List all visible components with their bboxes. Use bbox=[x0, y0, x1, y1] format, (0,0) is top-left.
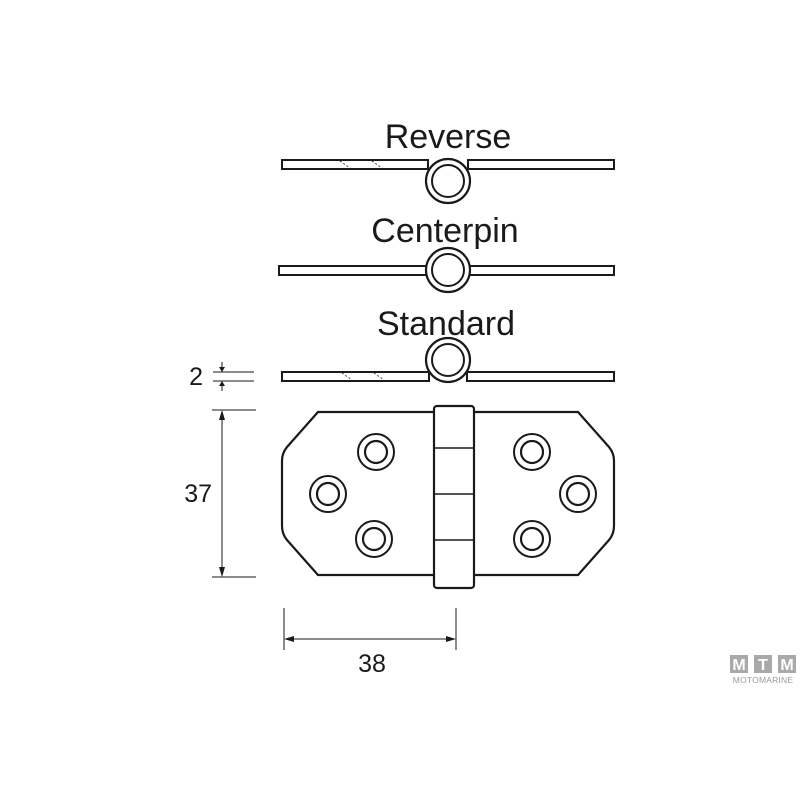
logo-box-2 bbox=[754, 655, 772, 673]
width-arrowhead-left bbox=[284, 636, 294, 642]
logo-letter-2: T bbox=[758, 657, 768, 674]
centerpin-label: Centerpin bbox=[371, 212, 518, 250]
standard-variant: Standard bbox=[281, 305, 615, 384]
centerpin-pin bbox=[431, 253, 465, 287]
centerpin-leaf-right bbox=[465, 265, 615, 276]
hinge-top-view bbox=[280, 404, 616, 590]
logo-text: MOTOMARINE bbox=[733, 675, 794, 685]
reverse-pin bbox=[431, 164, 465, 198]
hinge-knuckle-barrel bbox=[432, 404, 476, 590]
thickness-arrowhead-top bbox=[219, 367, 225, 372]
mtm-logo: M T M MOTOMARINE bbox=[730, 655, 796, 685]
width-value: 38 bbox=[358, 650, 386, 678]
screw-hole bbox=[357, 433, 395, 471]
reverse-leaf-right bbox=[467, 159, 615, 170]
screw-hole bbox=[513, 520, 551, 558]
thickness-value: 2 bbox=[189, 363, 203, 391]
reverse-variant: Reverse bbox=[281, 118, 615, 205]
reverse-leaf-left bbox=[281, 159, 429, 170]
height-arrowhead-bottom bbox=[219, 567, 225, 577]
standard-leaf-right bbox=[466, 371, 615, 382]
thickness-arrowhead-bottom bbox=[219, 381, 225, 386]
height-value: 37 bbox=[184, 480, 212, 508]
centerpin-leaf-left bbox=[278, 265, 431, 276]
width-arrowhead-right bbox=[446, 636, 456, 642]
screw-hole bbox=[513, 433, 551, 471]
screw-hole bbox=[309, 475, 347, 513]
centerpin-variant: Centerpin bbox=[278, 212, 615, 294]
screw-hole bbox=[355, 520, 393, 558]
reverse-label: Reverse bbox=[385, 118, 512, 156]
width-dimension: 38 bbox=[283, 608, 457, 678]
standard-label: Standard bbox=[377, 305, 515, 343]
height-dimension: 37 bbox=[184, 409, 256, 578]
thickness-dimension: 2 bbox=[189, 362, 254, 391]
logo-letter-1: M bbox=[732, 657, 745, 674]
standard-leaf-left bbox=[281, 371, 430, 382]
standard-pin bbox=[431, 343, 465, 377]
logo-box-1 bbox=[730, 655, 748, 673]
logo-letter-3: M bbox=[780, 657, 793, 674]
logo-box-3 bbox=[778, 655, 796, 673]
height-arrowhead-top bbox=[219, 410, 225, 420]
screw-hole bbox=[559, 475, 597, 513]
